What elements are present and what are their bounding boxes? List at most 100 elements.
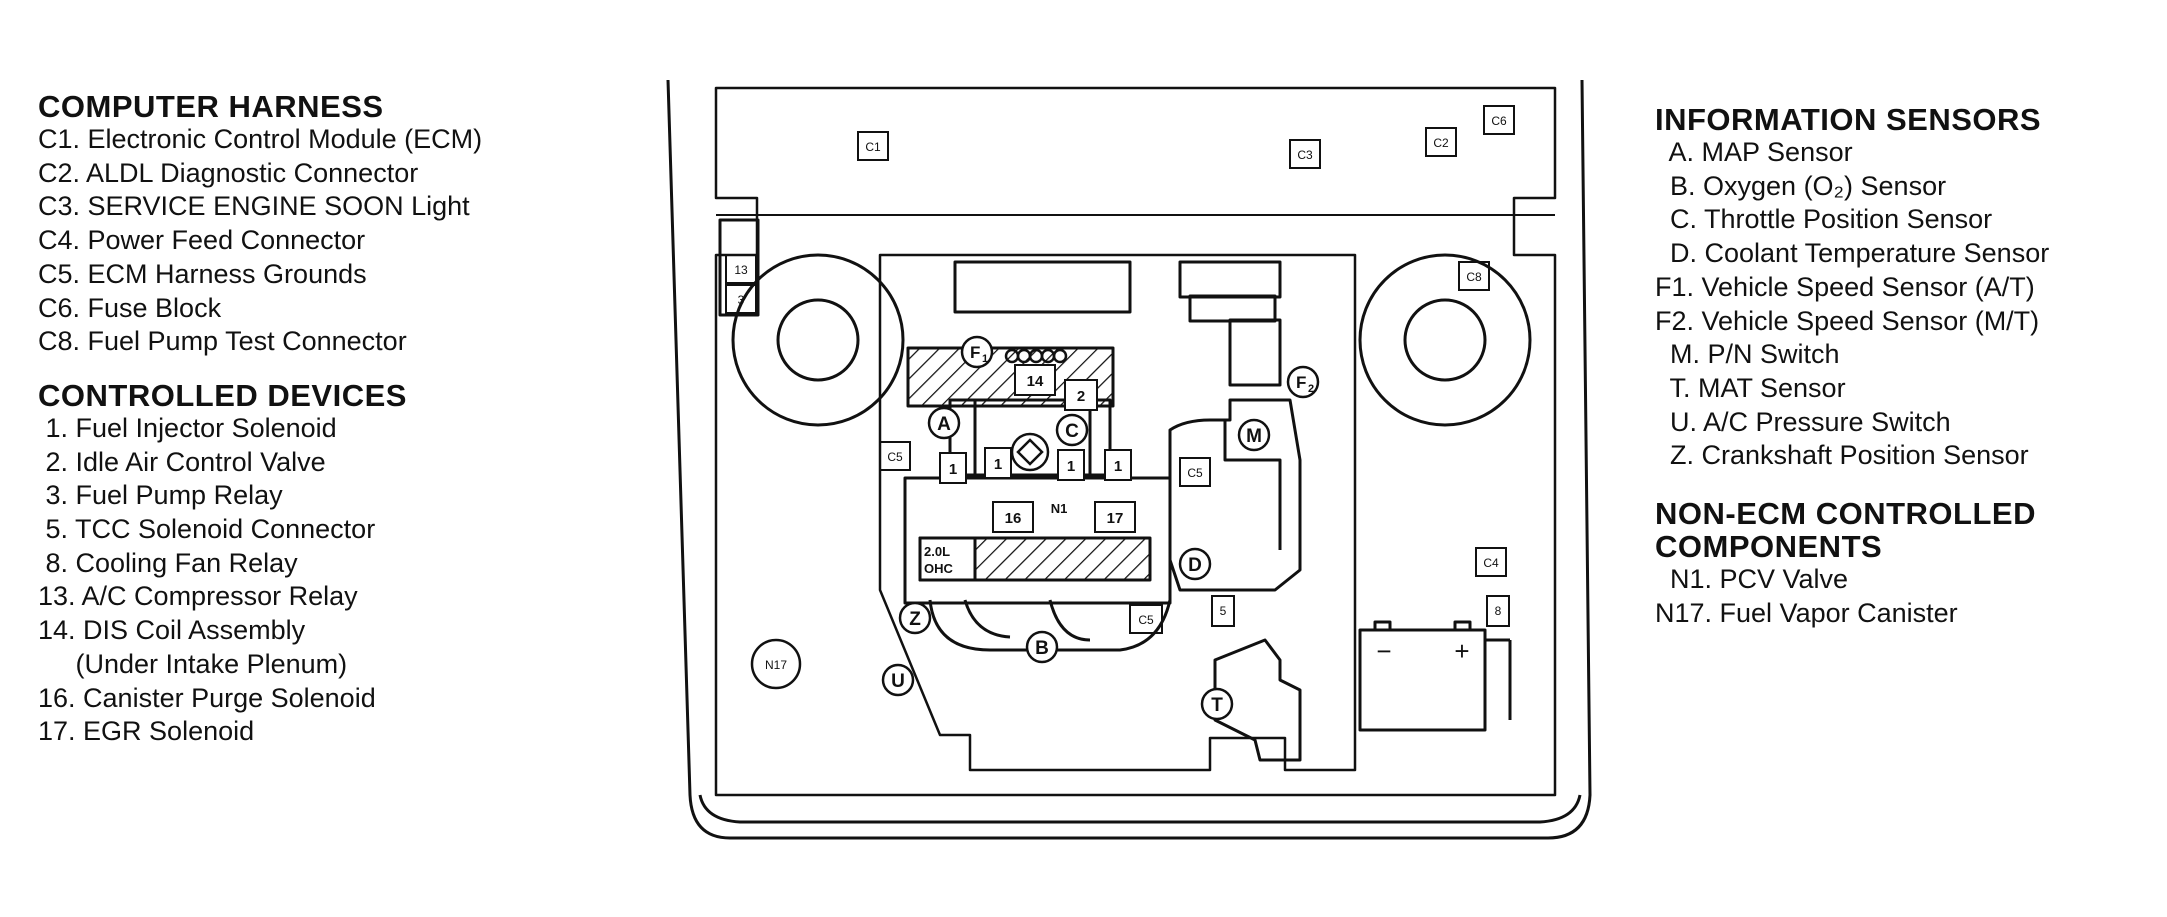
- right-legend: INFORMATION SENSORS A. MAP Sensor B. Oxy…: [1655, 103, 2049, 630]
- engine-label-box: [918, 536, 977, 582]
- relay-13-label: 13: [734, 263, 748, 277]
- c5-bottom-box: [1129, 604, 1163, 634]
- information-sensors-heading: INFORMATION SENSORS: [1655, 102, 2042, 137]
- n17-canister-circle: [750, 638, 802, 690]
- legend-item-c5: C5. ECM Harness Grounds: [38, 258, 367, 289]
- injector-1b-label: 1: [994, 456, 1002, 473]
- right-strut-tower-inner: [1403, 298, 1487, 382]
- legend-item-1: 1. Fuel Injector Solenoid: [38, 412, 337, 443]
- left-legend: COMPUTER HARNESS C1. Electronic Control …: [38, 90, 482, 749]
- relay-13-box: [725, 254, 757, 284]
- injector-1c-box: [1057, 449, 1085, 481]
- legend-item-f2: F2. Vehicle Speed Sensor (M/T): [1655, 305, 2040, 336]
- legend-item-5: 5. TCC Solenoid Connector: [38, 514, 376, 545]
- legend-item-z: Z. Crankshaft Position Sensor: [1655, 440, 2029, 471]
- engine-bay-outline: [878, 253, 1357, 772]
- sensor-m-circle: [1237, 418, 1271, 452]
- legend-item-c1: C1. Electronic Control Module (ECM): [38, 124, 483, 154]
- c6-label: C6: [1491, 114, 1507, 128]
- legend-item-c: C. Throttle Position Sensor: [1655, 204, 1993, 235]
- c4-label: C4: [1483, 556, 1499, 570]
- c6-box: [1483, 105, 1515, 135]
- c1-box: [857, 131, 889, 161]
- relay-3-box: [725, 284, 757, 314]
- sensor-a-circle: [927, 406, 961, 440]
- egr-17-label: 17: [1107, 510, 1124, 527]
- legend-item-c4: C4. Power Feed Connector: [38, 225, 366, 256]
- battery-neg-terminal: [1373, 620, 1392, 632]
- n17-label: N17: [765, 658, 787, 672]
- controlled-devices-heading: CONTROLLED DEVICES: [38, 377, 407, 413]
- engine-label-line2: OHC: [924, 561, 954, 576]
- fan-8-box: [1486, 595, 1510, 627]
- injector-1d-box: [1104, 449, 1132, 481]
- sensor-f2-sub: 2: [1308, 383, 1314, 395]
- legend-item-2: 2. Idle Air Control Valve: [38, 446, 326, 477]
- sensor-b-circle: [1025, 630, 1059, 664]
- legend-item-d: D. Coolant Temperature Sensor: [1655, 238, 2050, 269]
- c5-right-label: C5: [1187, 466, 1203, 480]
- sensor-f1-sub: 1: [982, 353, 988, 365]
- engine-label-line1: 2.0L: [924, 544, 950, 559]
- sensor-d-label: D: [1188, 555, 1202, 576]
- fan-8-label: 8: [1495, 604, 1502, 618]
- coil-14-label: 14: [1027, 373, 1044, 390]
- legend-item-13: 13. A/C Compressor Relay: [38, 581, 358, 612]
- sensor-f2-label: F: [1296, 373, 1306, 392]
- vehicle-body-outline: [666, 79, 1592, 840]
- relay-center-block: [718, 218, 760, 317]
- non-ecm-heading-line2: COMPONENTS: [1655, 529, 1883, 565]
- tcc-5-label: 5: [1220, 604, 1227, 618]
- c8-box: [1458, 261, 1490, 291]
- legend-item-n17: N17. Fuel Vapor Canister: [1655, 597, 1958, 628]
- battery-plus-label: +: [1454, 636, 1469, 666]
- purge-16-box: [992, 501, 1034, 533]
- c2-box: [1425, 127, 1457, 157]
- non-ecm-heading-line1: NON-ECM CONTROLLED: [1655, 496, 2036, 532]
- battery: [1358, 628, 1487, 732]
- sensor-f1-circle: [960, 335, 994, 369]
- bumper-curve: [698, 794, 1582, 824]
- legend-item-c3: C3. SERVICE ENGINE SOON Light: [38, 191, 470, 222]
- sensor-z-circle: [898, 601, 932, 635]
- c5-right-box: [1179, 457, 1211, 487]
- right-strut-tower-outer: [1358, 253, 1532, 427]
- legend-item-14-note: (Under Intake Plenum): [38, 648, 348, 679]
- battery-minus-label: −: [1376, 636, 1391, 666]
- legend-item-14: 14. DIS Coil Assembly: [38, 615, 306, 646]
- sensor-t-circle: [1200, 687, 1234, 721]
- iac-2-box: [1064, 379, 1098, 411]
- air-cleaner-box: [953, 260, 1132, 314]
- c8-label: C8: [1466, 270, 1482, 284]
- n1-label: N1: [1051, 501, 1068, 516]
- legend-item-c8: C8. Fuel Pump Test Connector: [38, 326, 407, 357]
- air-inlet-duct: [1213, 638, 1302, 762]
- c5-left-box: [879, 441, 911, 471]
- sensor-f2-circle: [1286, 365, 1320, 399]
- injector-1b-box: [984, 447, 1012, 479]
- c5-left-label: C5: [887, 450, 903, 464]
- iac-2-label: 2: [1077, 388, 1085, 405]
- battery-pos-terminal: [1453, 620, 1472, 632]
- sensor-f1-label: F: [970, 343, 980, 362]
- c2-label: C2: [1433, 136, 1449, 150]
- injector-1c-label: 1: [1067, 458, 1075, 475]
- sensor-c-circle: [1055, 413, 1089, 447]
- c5-bottom-label: C5: [1138, 613, 1154, 627]
- sensor-z-label: Z: [909, 609, 921, 630]
- legend-item-3: 3. Fuel Pump Relay: [38, 480, 283, 511]
- coil-14-box: [1014, 364, 1056, 396]
- c1-label: C1: [865, 140, 881, 154]
- coolant-reservoir: [1228, 318, 1282, 387]
- relay-3-label: 3: [738, 293, 745, 307]
- legend-item-a: A. MAP Sensor: [1655, 137, 1853, 167]
- legend-item-t: T. MAT Sensor: [1655, 372, 1846, 403]
- left-strut-tower-inner: [776, 298, 860, 382]
- computer-harness-heading: COMPUTER HARNESS: [38, 89, 384, 124]
- sensor-a-label: A: [937, 414, 951, 435]
- legend-item-16: 16. Canister Purge Solenoid: [38, 682, 376, 713]
- injector-1a-box: [939, 452, 967, 484]
- injector-1d-label: 1: [1114, 458, 1122, 475]
- throttle-body: [1010, 432, 1050, 472]
- sensor-t-label: T: [1211, 695, 1223, 716]
